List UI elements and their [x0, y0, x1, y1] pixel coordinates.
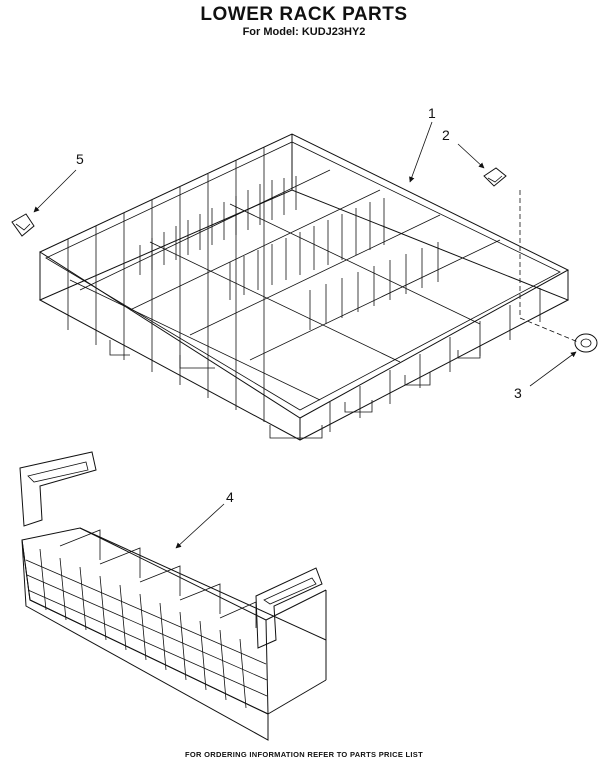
callout-4-label: 4	[226, 489, 234, 505]
callout-1: 1	[409, 105, 436, 183]
ordering-footer: FOR ORDERING INFORMATION REFER TO PARTS …	[185, 750, 423, 759]
model-subtitle: For Model: KUDJ23HY2	[242, 26, 366, 38]
silverware-basket	[19, 451, 327, 741]
clip-part-5	[11, 213, 35, 237]
clip-part-2	[483, 167, 507, 187]
wheel-part-3	[574, 333, 598, 353]
callout-2: 2	[442, 127, 485, 169]
callout-1-label: 1	[428, 105, 436, 121]
lower-rack	[38, 133, 579, 441]
callout-2-label: 2	[442, 127, 450, 143]
callout-3-label: 3	[514, 385, 522, 401]
page-title: LOWER RACK PARTS	[200, 4, 408, 25]
callout-3: 3	[514, 351, 577, 401]
callout-4: 4	[175, 489, 234, 549]
callout-5: 5	[33, 151, 84, 213]
callout-5-label: 5	[76, 151, 84, 167]
